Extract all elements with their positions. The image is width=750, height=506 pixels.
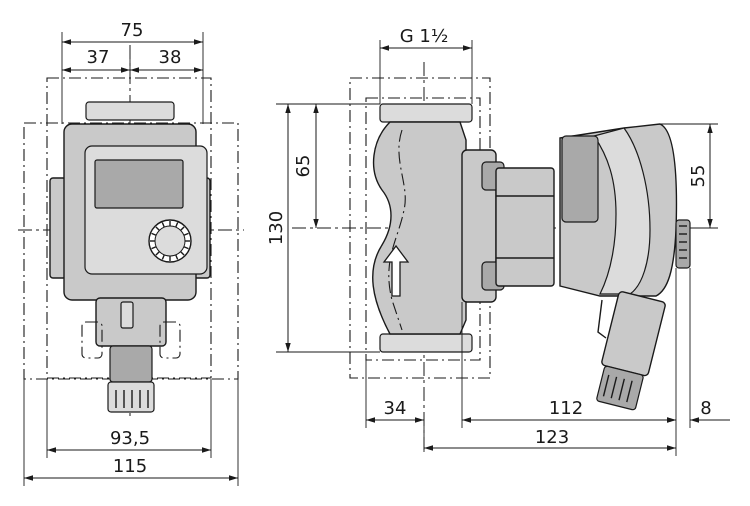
- knob-ridge: [183, 232, 189, 236]
- side-head-panel: [561, 135, 599, 223]
- knob-ridge: [180, 226, 185, 231]
- control-knob-icon: [148, 219, 192, 263]
- dim-label-123: 123: [535, 427, 569, 448]
- knob-ridge: [151, 246, 157, 250]
- knob-ridge: [183, 246, 189, 250]
- dim-label-34: 34: [384, 398, 407, 419]
- front-connector: [107, 381, 155, 413]
- knob-ridge: [175, 222, 179, 228]
- dim-label-thread: G 1½: [400, 26, 449, 47]
- flow-direction-arrow-icon: [382, 244, 410, 297]
- knob-ridge: [155, 226, 160, 231]
- dim-label-65: 65: [293, 155, 314, 178]
- dim-label-55: 55: [688, 165, 709, 188]
- dim-label-93-5: 93,5: [110, 428, 150, 449]
- side-flow-channel: [388, 129, 406, 331]
- knob-ridge: [151, 232, 157, 236]
- knob-ridge: [175, 254, 179, 260]
- side-shaft-housing: [495, 167, 555, 287]
- knob-ridge: [155, 251, 160, 256]
- front-view: 75 37 38 93,5 115: [18, 20, 244, 486]
- front-top-flange: [85, 101, 175, 121]
- side-view: G 1½ 130 65 55 34 112 123 8: [266, 26, 730, 456]
- side-bottom-flange: [379, 333, 473, 353]
- front-hidden-box: [81, 321, 103, 359]
- side-top-flange: [379, 103, 473, 123]
- display-screen: [94, 159, 184, 209]
- dim-label-130: 130: [266, 211, 287, 245]
- dim-label-115: 115: [113, 456, 147, 477]
- front-hidden-box-right: [159, 321, 181, 359]
- side-electrical-connector: [596, 291, 666, 411]
- front-cable-gland: [109, 345, 153, 383]
- dim-label-38: 38: [159, 47, 182, 68]
- knob-ridge: [161, 254, 165, 260]
- dim-label-8: 8: [700, 398, 711, 419]
- knob-ridge: [180, 251, 185, 256]
- side-cable: [597, 299, 607, 339]
- dim-label-112: 112: [549, 398, 583, 419]
- knob-ridge: [161, 222, 165, 228]
- front-terminal-slot: [120, 301, 134, 329]
- side-end-cap: [675, 219, 691, 269]
- dim-label-75: 75: [121, 20, 144, 41]
- dim-label-37: 37: [87, 47, 110, 68]
